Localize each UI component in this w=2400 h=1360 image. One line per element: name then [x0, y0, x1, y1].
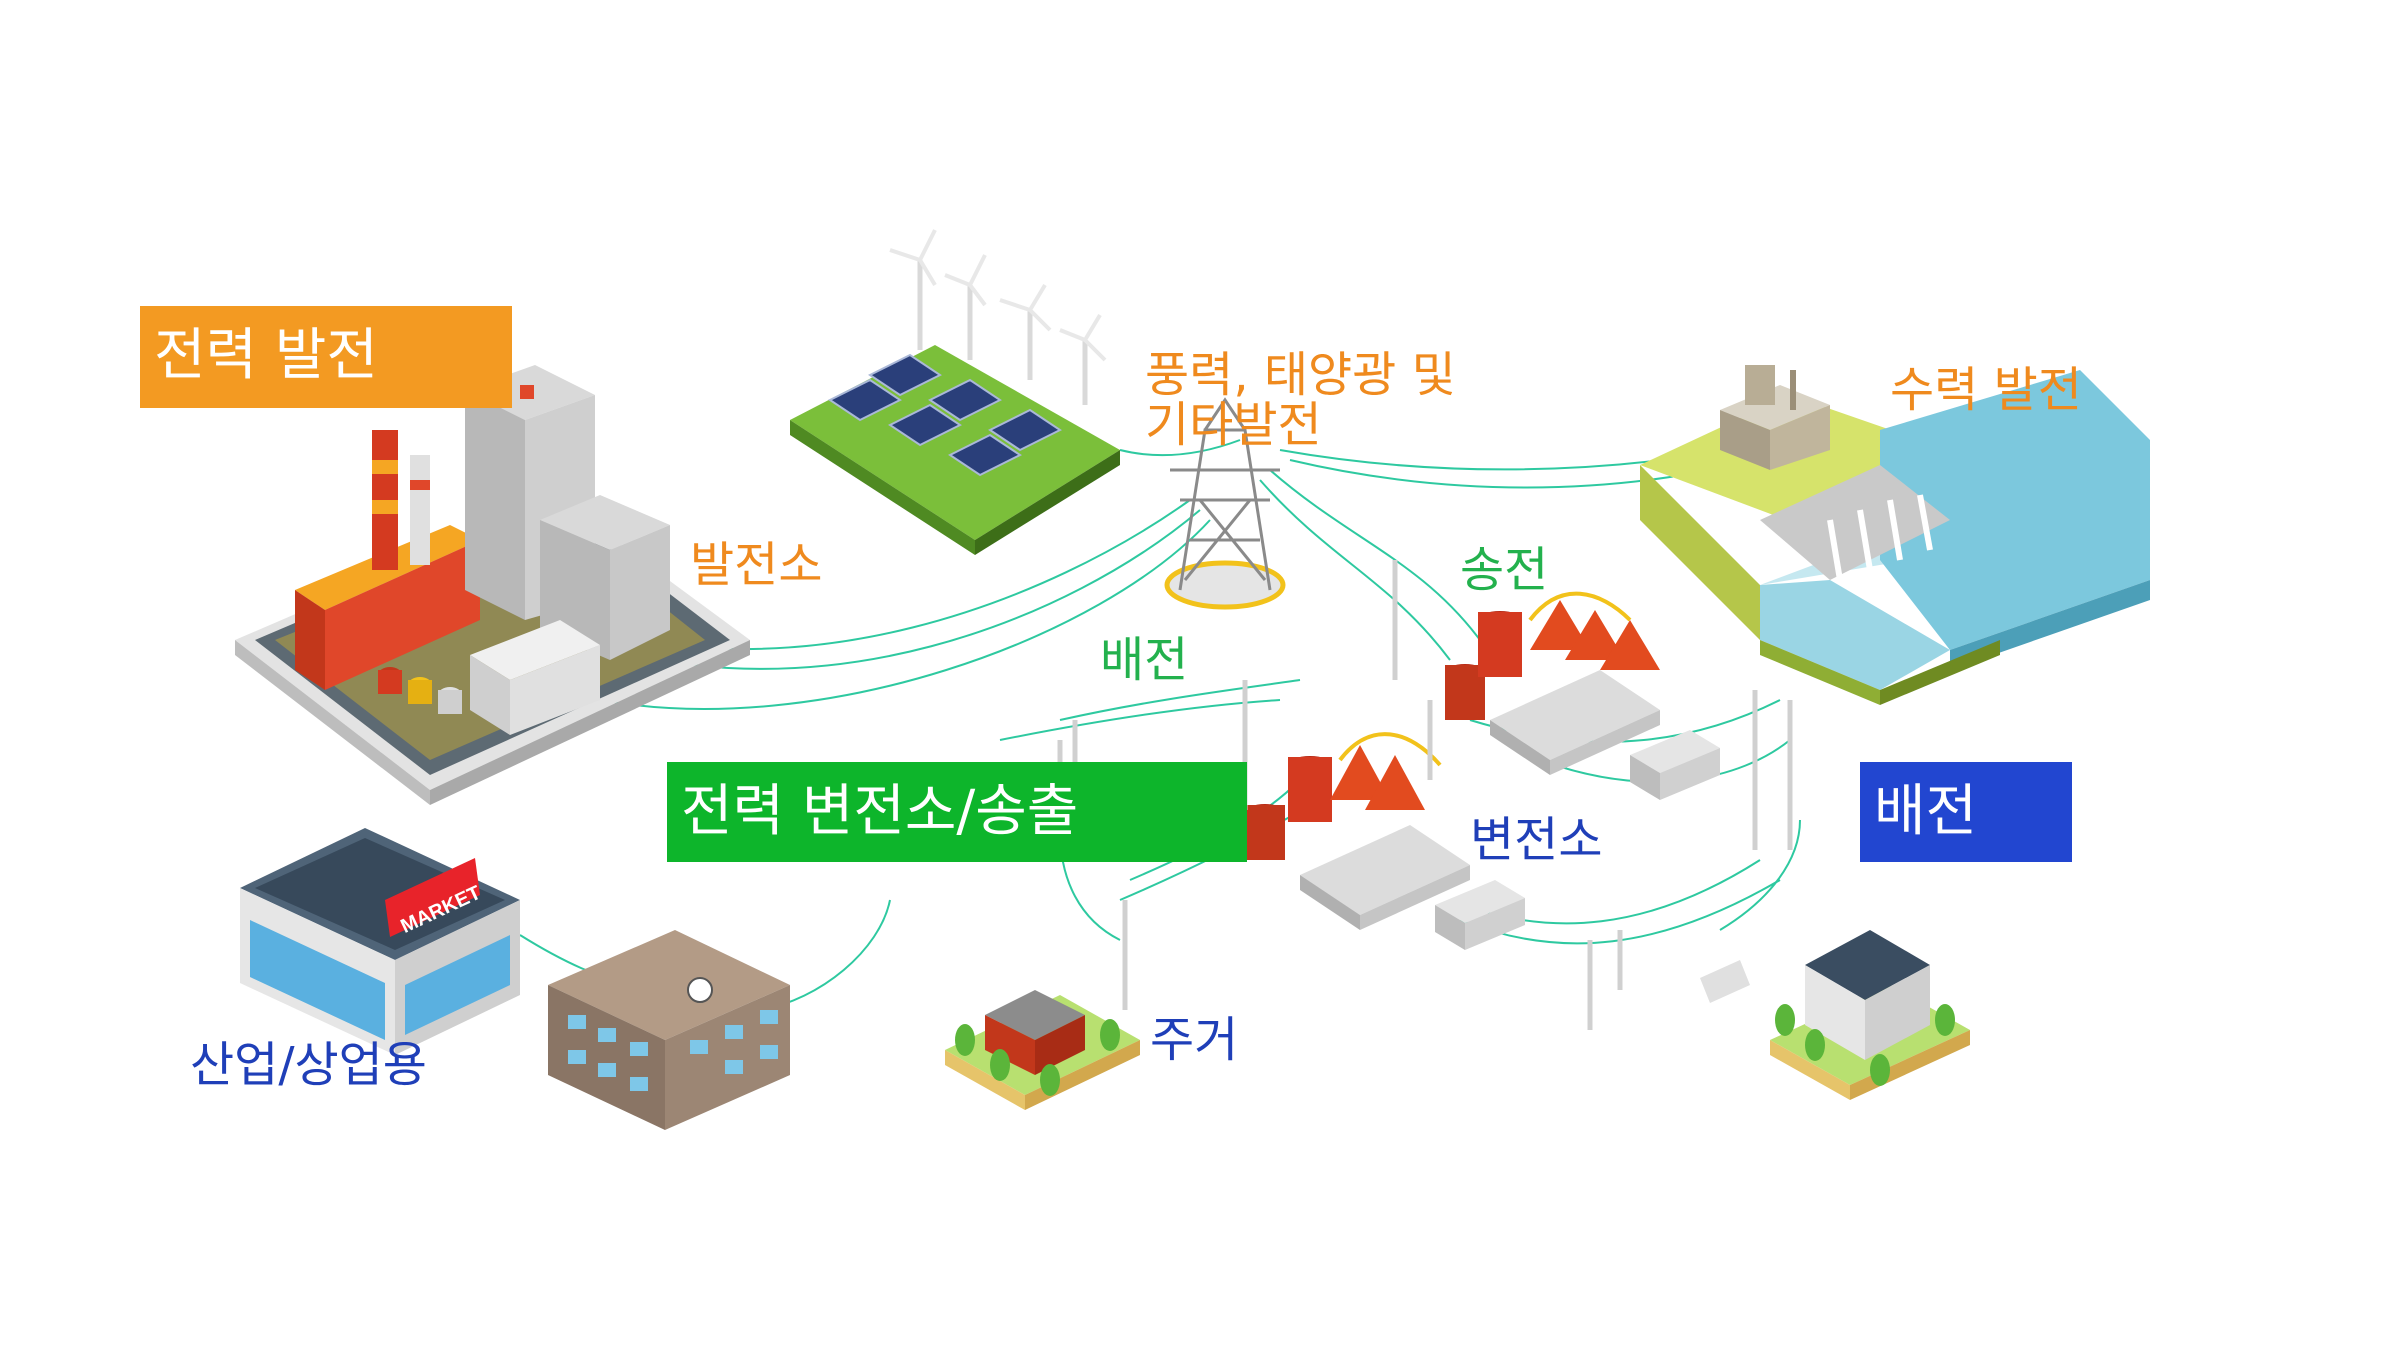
market-building-illustration: MARKET — [240, 828, 520, 1055]
power-plant-label: 발전소 — [690, 537, 823, 593]
power-plant-illustration — [235, 365, 750, 805]
hydro-label: 수력 발전 — [1890, 362, 2082, 418]
hydro-dam-illustration — [1640, 365, 2150, 705]
office-building-illustration — [548, 930, 790, 1130]
renewables-label-line2: 기타발전 — [1145, 397, 1322, 453]
generation-heading: 전력 발전 — [154, 323, 378, 388]
residential-label: 주거 — [1150, 1012, 1239, 1068]
distribution-heading: 배전 — [1874, 779, 1978, 844]
generation-heading-box: 전력 발전 — [140, 306, 512, 408]
transmission-tower-illustration — [1164, 397, 1286, 610]
distribution-line-label: 배전 — [1100, 632, 1189, 688]
distribution-heading-box: 배전 — [1860, 762, 2072, 862]
residential-house-illustration — [945, 990, 1140, 1110]
substation-label: 변전소 — [1470, 812, 1603, 868]
transmission-label: 송전 — [1460, 542, 1549, 598]
solar-wind-farm-illustration — [790, 229, 1120, 555]
transmission-substation-illustration — [1445, 591, 1720, 800]
industrial-commercial-label: 산업/상업용 — [190, 1037, 427, 1093]
distribution-substation-illustration — [1245, 732, 1525, 950]
renewables-label-line1: 풍력, 태양광 및 — [1145, 347, 1456, 403]
substation-transmission-heading: 전력 변전소/송출 — [681, 779, 1079, 844]
house-2-illustration — [1700, 930, 1970, 1100]
substation-transmission-heading-box: 전력 변전소/송출 — [667, 762, 1247, 862]
